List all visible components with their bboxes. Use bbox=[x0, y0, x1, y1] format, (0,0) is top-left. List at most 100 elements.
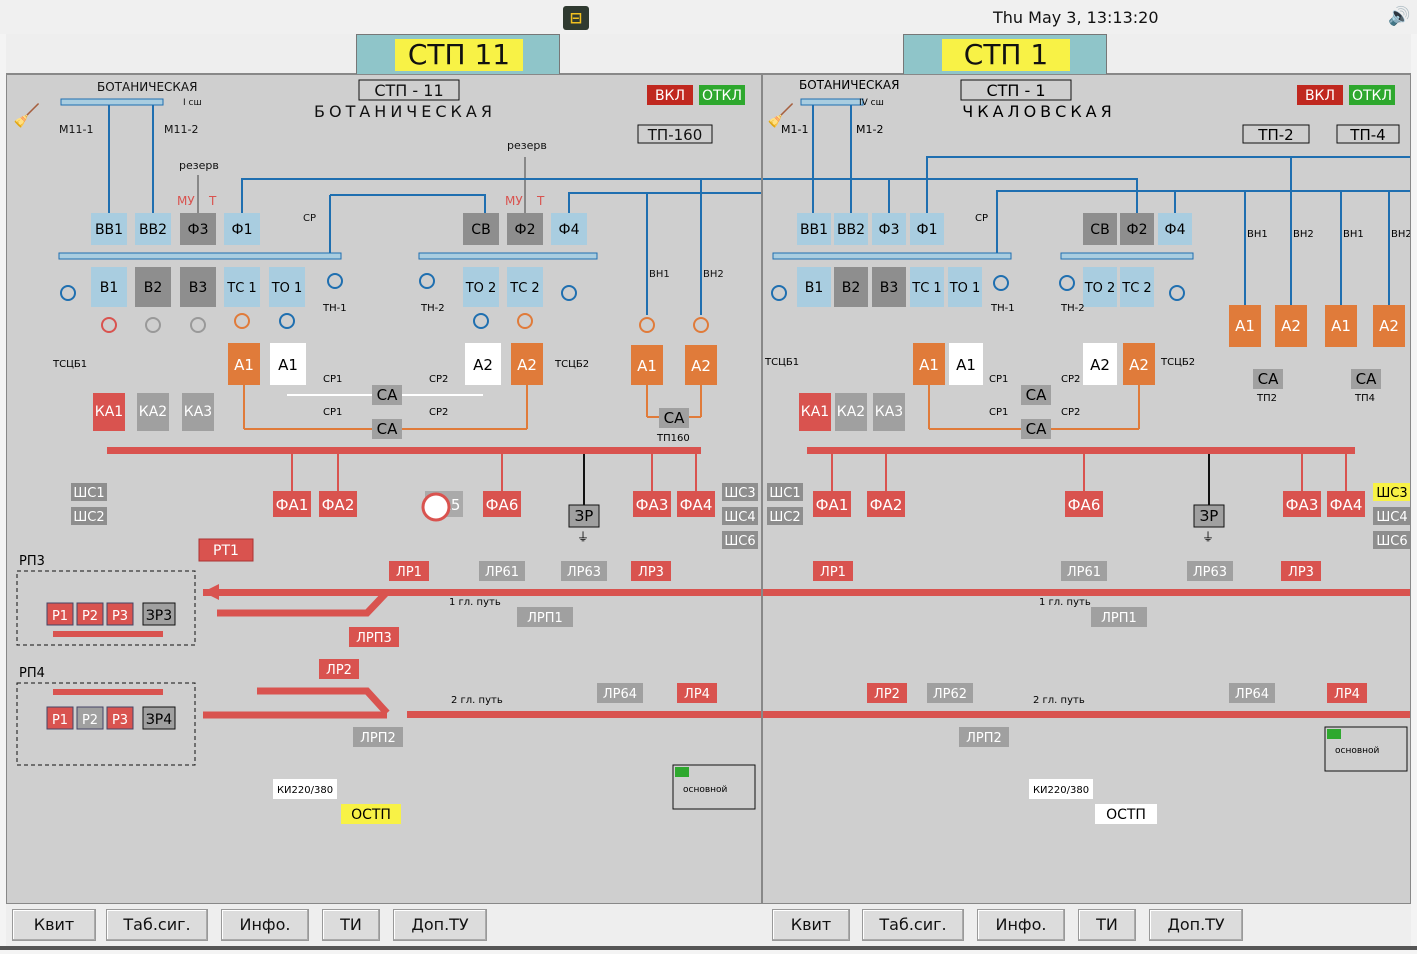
a1-tp4-block[interactable]: А1 bbox=[1325, 305, 1357, 347]
fa3-block[interactable]: ФА3 bbox=[633, 491, 671, 517]
shs4-block[interactable]: ШС4 bbox=[1373, 507, 1411, 525]
top-cell-vv1[interactable]: ВВ1 bbox=[91, 213, 127, 245]
tab-sig-button[interactable]: Таб.сиг. bbox=[106, 909, 208, 941]
speaker-icon[interactable]: 🔊 bbox=[1388, 6, 1411, 27]
zr-block[interactable]: ЗР bbox=[1193, 504, 1225, 528]
broom-icon[interactable]: 🧹 bbox=[767, 103, 794, 129]
off-button[interactable] bbox=[699, 85, 745, 105]
rt1-block[interactable]: РТ1 bbox=[198, 538, 254, 562]
zr-block[interactable]: ЗР bbox=[568, 504, 600, 528]
sa-tp4[interactable]: СА bbox=[1351, 369, 1381, 389]
shs6-block[interactable]: ШС6 bbox=[1373, 531, 1411, 549]
lr63-block[interactable]: ЛР63 bbox=[561, 561, 607, 581]
lr4-block[interactable]: ЛР4 bbox=[677, 683, 717, 703]
sa-tp2[interactable]: СА bbox=[1253, 369, 1283, 389]
lr3-block[interactable]: ЛР3 bbox=[1281, 561, 1321, 581]
lr2-block[interactable]: ЛР2 bbox=[319, 659, 359, 679]
zr3-block[interactable]: ЗР3 bbox=[142, 602, 176, 626]
fa4-block[interactable]: ФА4 bbox=[677, 491, 715, 517]
mid-cell-to2[interactable]: ТО 2 bbox=[463, 267, 499, 307]
mid-cell-ts1[interactable]: ТС 1 bbox=[910, 267, 944, 307]
rp4-r2[interactable]: Р2 bbox=[76, 706, 104, 730]
info-button[interactable]: Инфо. bbox=[977, 909, 1065, 941]
a2-block[interactable]: А2 bbox=[1123, 343, 1155, 385]
a2-white-block[interactable]: А2 bbox=[1083, 343, 1117, 385]
sa-block-1[interactable]: СА bbox=[1021, 385, 1051, 405]
tab-stp-11[interactable]: СТП 11 bbox=[356, 34, 560, 74]
fa1-block[interactable]: ФА1 bbox=[273, 491, 311, 517]
dop-tu-button[interactable]: Доп.ТУ bbox=[1149, 909, 1243, 941]
tab-stp-1[interactable]: СТП 1 bbox=[903, 34, 1107, 74]
lr63-block[interactable]: ЛР63 bbox=[1187, 561, 1233, 581]
lr3-block[interactable]: ЛР3 bbox=[631, 561, 671, 581]
shs3-block[interactable]: ШС3 bbox=[1373, 483, 1411, 501]
zr4-block[interactable]: ЗР4 bbox=[142, 706, 176, 730]
a2-tp2-block[interactable]: А2 bbox=[1275, 305, 1307, 347]
top-cell-f4[interactable]: Ф4 bbox=[551, 213, 587, 245]
fa2-block[interactable]: ФА2 bbox=[867, 491, 905, 517]
rp4-r1[interactable]: Р1 bbox=[46, 706, 74, 730]
top-cell-f4[interactable]: Ф4 bbox=[1158, 213, 1192, 245]
a1-tp2-block[interactable]: А1 bbox=[1229, 305, 1261, 347]
top-cell-f3[interactable]: Ф3 bbox=[872, 213, 906, 245]
lr1-block[interactable]: ЛР1 bbox=[813, 561, 853, 581]
ka3-block[interactable]: КА3 bbox=[873, 393, 905, 431]
top-cell-sv[interactable]: СВ bbox=[463, 213, 499, 245]
fa6-block[interactable]: ФА6 bbox=[483, 491, 521, 517]
ti-button[interactable]: ТИ bbox=[1078, 909, 1136, 941]
mid-cell-to2[interactable]: ТО 2 bbox=[1083, 267, 1117, 307]
info-button[interactable]: Инфо. bbox=[221, 909, 309, 941]
top-cell-vv2[interactable]: ВВ2 bbox=[135, 213, 171, 245]
top-cell-f1[interactable]: Ф1 bbox=[224, 213, 260, 245]
top-cell-vv1[interactable]: ВВ1 bbox=[797, 213, 831, 245]
mid-cell-v3[interactable]: В3 bbox=[872, 267, 906, 307]
ka1-block[interactable]: КА1 bbox=[799, 393, 831, 431]
shs3-block[interactable]: ШС3 bbox=[722, 483, 758, 501]
fa5-block[interactable]: ФА5 bbox=[421, 491, 463, 522]
kvit-button[interactable]: Квит bbox=[12, 909, 96, 941]
a1-vn-block[interactable]: А1 bbox=[631, 345, 663, 385]
a2-tp4-block[interactable]: А2 bbox=[1373, 305, 1405, 347]
mid-cell-v3[interactable]: В3 bbox=[180, 267, 216, 307]
top-cell-sv[interactable]: СВ bbox=[1083, 213, 1117, 245]
shs2-block[interactable]: ШС2 bbox=[71, 507, 107, 525]
shs6-block[interactable]: ШС6 bbox=[722, 531, 758, 549]
fa2-block[interactable]: ФА2 bbox=[319, 491, 357, 517]
dop-tu-button[interactable]: Доп.ТУ bbox=[393, 909, 487, 941]
lrp1-block[interactable]: ЛРП1 bbox=[1091, 607, 1147, 627]
on-button[interactable] bbox=[647, 85, 693, 105]
fa3-block[interactable]: ФА3 bbox=[1283, 491, 1321, 517]
ka1-block[interactable]: КА1 bbox=[93, 393, 125, 431]
lrp2-block[interactable]: ЛРП2 bbox=[353, 727, 403, 747]
mid-cell-v1[interactable]: В1 bbox=[91, 267, 127, 307]
mid-cell-v2[interactable]: В2 bbox=[135, 267, 171, 307]
ostp-button[interactable]: ОСТП bbox=[341, 804, 401, 824]
sa-block-2[interactable]: СА bbox=[372, 419, 402, 439]
lr2-block[interactable]: ЛР2 bbox=[867, 683, 907, 703]
top-cell-vv2[interactable]: ВВ2 bbox=[834, 213, 868, 245]
rp4-r3[interactable]: Р3 bbox=[106, 706, 134, 730]
mid-cell-v2[interactable]: В2 bbox=[834, 267, 868, 307]
top-cell-f2[interactable]: Ф2 bbox=[1120, 213, 1154, 245]
a1-block[interactable]: А1 bbox=[913, 343, 945, 385]
lr64-block[interactable]: ЛР64 bbox=[597, 683, 643, 703]
tab-sig-button[interactable]: Таб.сиг. bbox=[862, 909, 964, 941]
a1-block[interactable]: А1 bbox=[228, 343, 260, 385]
shs2-block[interactable]: ШС2 bbox=[767, 507, 803, 525]
shs4-block[interactable]: ШС4 bbox=[722, 507, 758, 525]
lr61-block[interactable]: ЛР61 bbox=[479, 561, 525, 581]
ka3-block[interactable]: КА3 bbox=[182, 393, 214, 431]
a2-white-block[interactable]: А2 bbox=[465, 343, 501, 385]
a2-block[interactable]: А2 bbox=[511, 343, 543, 385]
lrp3-block[interactable]: ЛРП3 bbox=[349, 627, 399, 647]
mid-cell-to1[interactable]: ТО 1 bbox=[269, 267, 305, 307]
lrp2-block[interactable]: ЛРП2 bbox=[959, 727, 1009, 747]
shs1-block[interactable]: ШС1 bbox=[71, 483, 107, 501]
shs1-block[interactable]: ШС1 bbox=[767, 483, 803, 501]
lr64-block[interactable]: ЛР64 bbox=[1229, 683, 1275, 703]
app-menu-icon[interactable]: ⊟ bbox=[563, 6, 589, 30]
fa6-block[interactable]: ФА6 bbox=[1065, 491, 1103, 517]
on-button[interactable] bbox=[1297, 85, 1343, 105]
off-button[interactable] bbox=[1349, 85, 1395, 105]
mid-cell-ts2[interactable]: ТС 2 bbox=[507, 267, 543, 307]
